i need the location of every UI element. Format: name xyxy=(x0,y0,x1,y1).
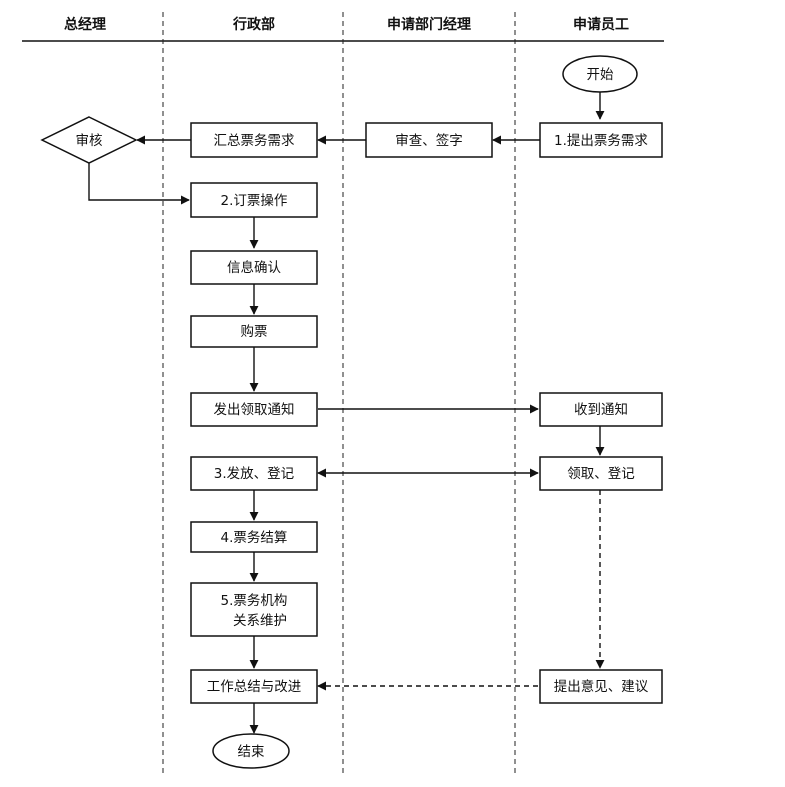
connectors xyxy=(88,92,605,734)
node-request-label: 1.提出票务需求 xyxy=(554,133,648,149)
node-end-label: 结束 xyxy=(238,744,265,760)
node-review-sign: 审查、签字 xyxy=(365,122,493,158)
node-distribute: 3.发放、登记 xyxy=(190,456,318,491)
node-notify-label: 发出领取通知 xyxy=(214,401,295,418)
node-summary-label: 工作总结与改进 xyxy=(207,679,302,695)
node-summarize-label: 汇总票务需求 xyxy=(214,133,295,149)
node-receive-notice: 收到通知 xyxy=(539,392,663,427)
node-relations-label-line2: 关系维护 xyxy=(233,613,287,629)
node-booking-label: 2.订票操作 xyxy=(221,193,288,209)
lane-header-employee: 申请员工 xyxy=(573,16,629,33)
node-end: 结束 xyxy=(212,733,290,769)
node-approve-label: 审核 xyxy=(76,133,103,149)
node-receive-notice-label: 收到通知 xyxy=(574,401,628,418)
node-summarize: 汇总票务需求 xyxy=(190,122,318,158)
node-start: 开始 xyxy=(562,55,638,93)
node-settle-label: 4.票务结算 xyxy=(221,530,288,546)
lane-header-general-manager: 总经理 xyxy=(64,16,106,33)
node-start-label: 开始 xyxy=(587,67,615,83)
lane-header-dept-manager: 申请部门经理 xyxy=(387,16,471,33)
node-feedback-label: 提出意见、建议 xyxy=(554,678,649,695)
node-request: 1.提出票务需求 xyxy=(539,122,663,158)
node-relations: 5.票务机构 关系维护 xyxy=(190,582,318,637)
node-collect-label: 领取、登记 xyxy=(567,466,635,482)
lane-header: 总经理 行政部 申请部门经理 申请员工 xyxy=(22,16,664,42)
node-summary: 工作总结与改进 xyxy=(190,669,318,704)
node-notify: 发出领取通知 xyxy=(190,392,318,427)
node-purchase-label: 购票 xyxy=(241,324,268,340)
arrow-approve-to-booking xyxy=(88,163,190,205)
node-review-sign-label: 审查、签字 xyxy=(395,132,463,149)
node-approve: 审核 xyxy=(40,116,138,164)
node-confirm-label: 信息确认 xyxy=(227,259,281,276)
node-distribute-label: 3.发放、登记 xyxy=(214,466,294,482)
node-relations-label-line1: 5.票务机构 xyxy=(221,593,288,609)
node-settle: 4.票务结算 xyxy=(190,521,318,553)
node-confirm: 信息确认 xyxy=(190,250,318,285)
node-purchase: 购票 xyxy=(190,315,318,348)
node-collect: 领取、登记 xyxy=(539,456,663,491)
node-feedback: 提出意见、建议 xyxy=(539,669,663,704)
lane-header-admin-dept: 行政部 xyxy=(232,16,275,33)
node-booking: 2.订票操作 xyxy=(190,182,318,218)
